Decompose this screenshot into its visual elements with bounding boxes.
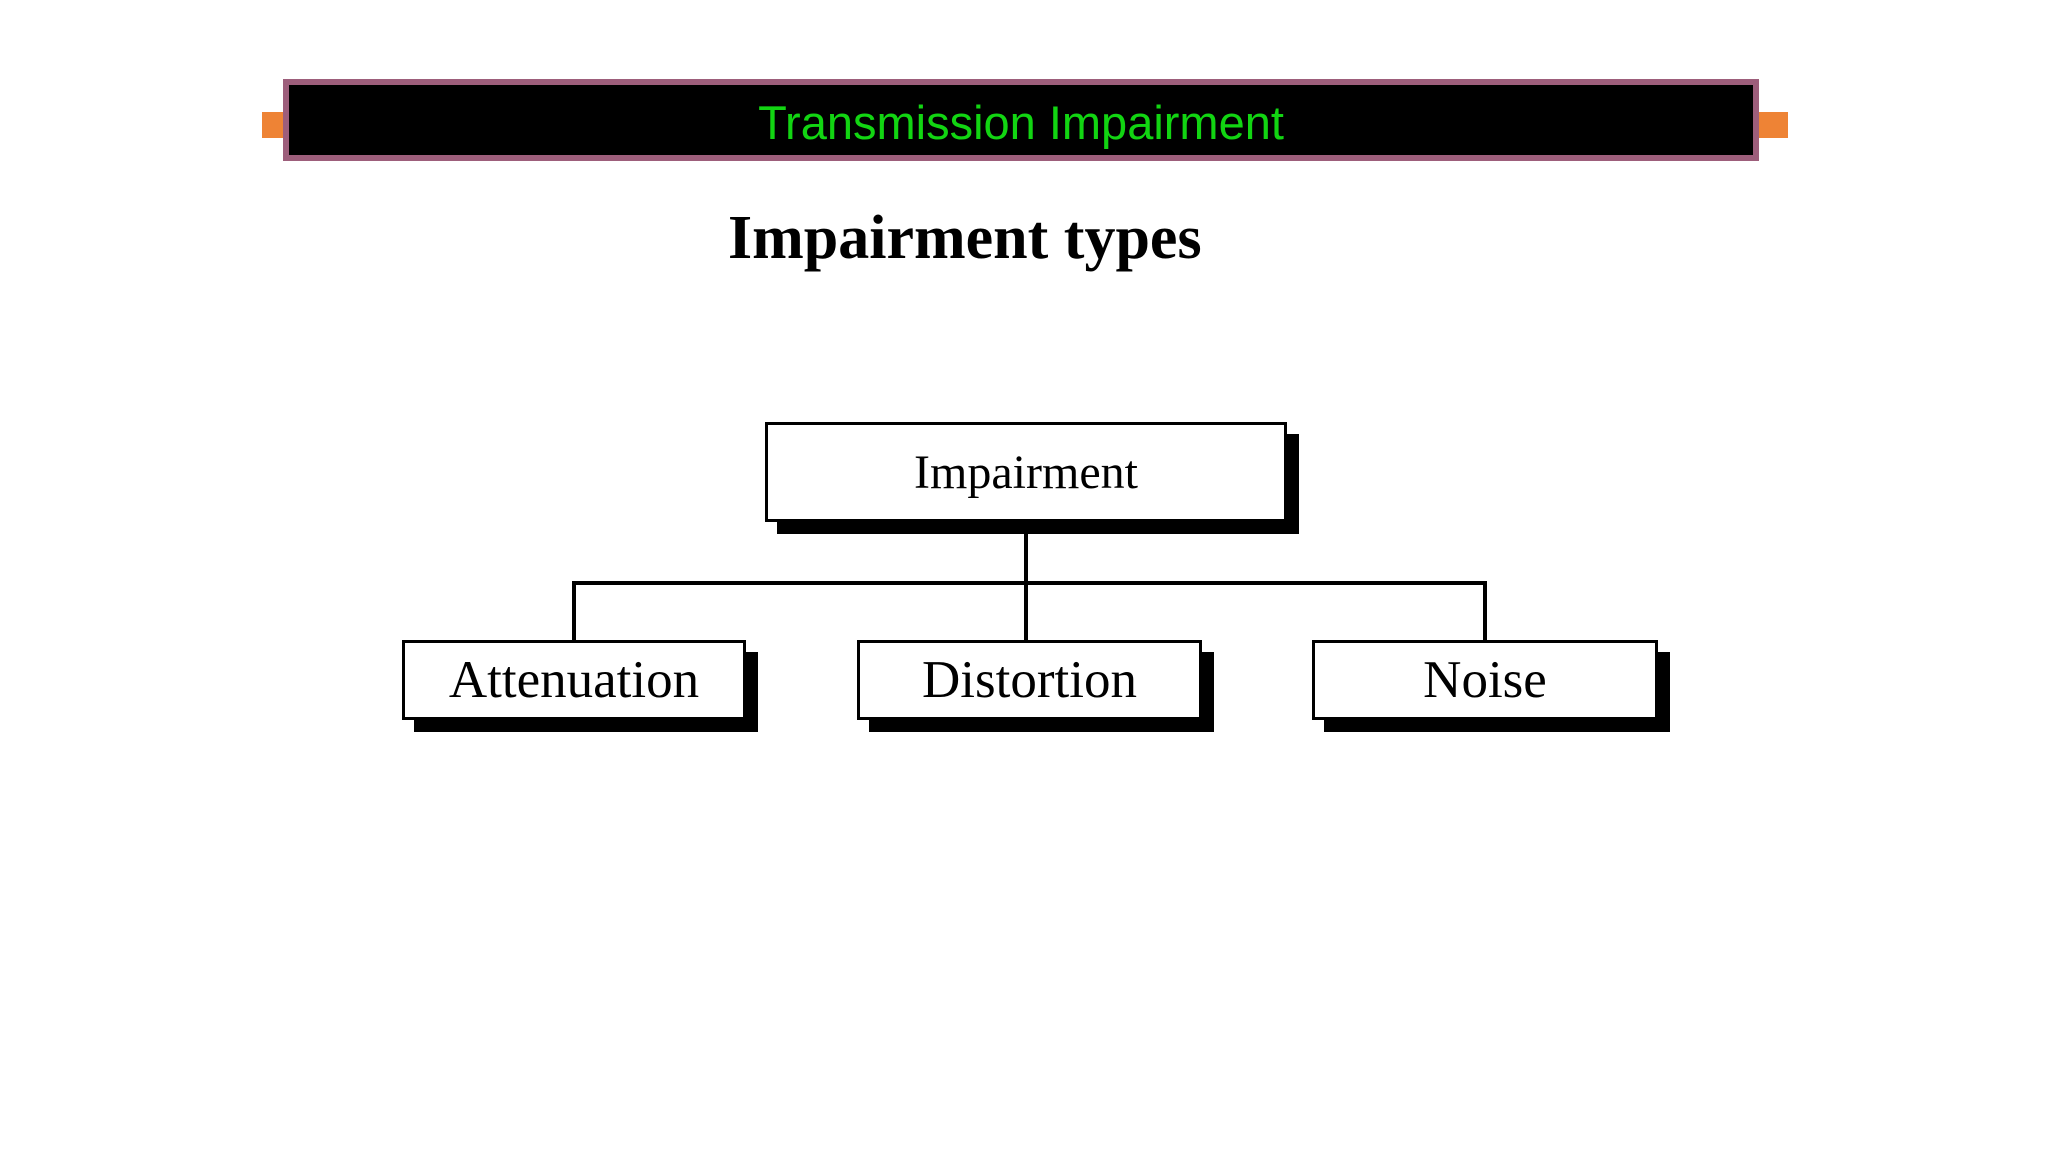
node-attenuation: Attenuation bbox=[402, 640, 746, 720]
connector-middle-vertical bbox=[1024, 581, 1028, 643]
node-distortion: Distortion bbox=[857, 640, 1202, 720]
section-title: Impairment types bbox=[728, 204, 1202, 272]
connector-root-vertical bbox=[1024, 522, 1028, 584]
header-title: Transmission Impairment bbox=[758, 95, 1284, 149]
node-impairment: Impairment bbox=[765, 422, 1287, 522]
connector-right-vertical bbox=[1483, 581, 1487, 643]
node-noise: Noise bbox=[1312, 640, 1658, 720]
connector-horizontal bbox=[572, 581, 1487, 585]
right-accent-square bbox=[1759, 112, 1788, 138]
left-accent-square bbox=[262, 112, 283, 138]
header-bar: Transmission Impairment bbox=[283, 79, 1759, 161]
connector-left-vertical bbox=[572, 581, 576, 643]
